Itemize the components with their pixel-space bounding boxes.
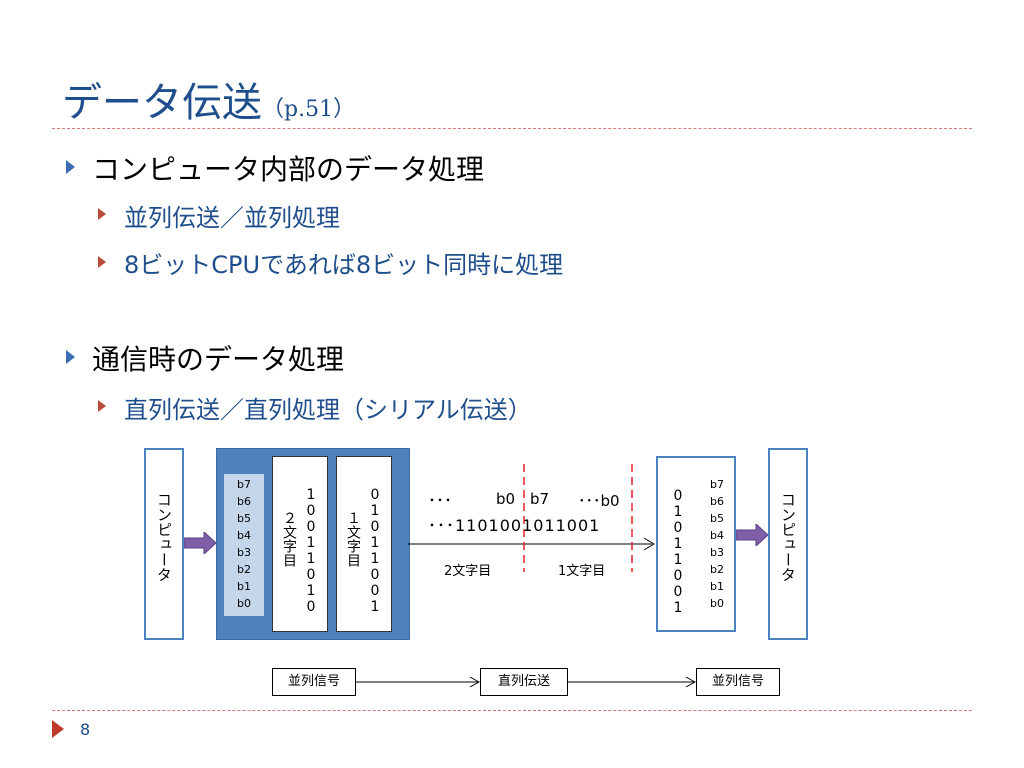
bit-label: b5 bbox=[237, 512, 251, 525]
title-page-ref: （p.51） bbox=[262, 97, 356, 122]
bit-label: b0 bbox=[237, 597, 251, 610]
bullet-arrow-icon bbox=[66, 350, 75, 364]
receiver-bit-labels: b7 b6 b5 b4 b3 b2 b1 b0 bbox=[702, 476, 732, 612]
page-number: 8 bbox=[80, 720, 91, 739]
stream-b0-right: ･･･b0 bbox=[578, 492, 620, 510]
flow-arrowhead-2-icon bbox=[685, 676, 696, 688]
char1-bits: 01011001 bbox=[367, 487, 383, 615]
bit-label: b6 bbox=[710, 495, 724, 508]
bit-label: b6 bbox=[237, 495, 251, 508]
left-computer-box: コンピュータ bbox=[144, 448, 184, 640]
bit-label: b7 bbox=[710, 478, 724, 491]
stream-bits: ･･･1101001011001 bbox=[428, 516, 601, 535]
stream-char2-label: 2文字目 bbox=[444, 564, 492, 579]
bullet-2-sub-1: 直列伝送／直列処理（シリアル伝送） bbox=[124, 396, 532, 424]
char1-label: １文字目 bbox=[345, 511, 361, 567]
bit-label: b2 bbox=[710, 563, 724, 576]
slide-title: データ伝送（p.51） bbox=[62, 70, 355, 128]
bit-label: b2 bbox=[237, 563, 251, 576]
footer-arrow-icon bbox=[52, 720, 64, 738]
sub-bullet-arrow-icon bbox=[98, 400, 106, 412]
sub-bullet-arrow-icon bbox=[98, 256, 106, 268]
signal-flow-arrows bbox=[356, 676, 696, 688]
serial-line-svg bbox=[408, 464, 655, 572]
bit-label-column: b7 b6 b5 b4 b3 b2 b1 b0 bbox=[224, 474, 264, 616]
stream-char1-label: 1文字目 bbox=[558, 564, 606, 579]
char2-label: ２文字目 bbox=[281, 511, 297, 567]
parallel-signal-box-right: 並列信号 bbox=[696, 668, 780, 696]
stream-b7: b7 bbox=[530, 490, 550, 508]
footer-divider bbox=[52, 710, 972, 711]
title-text: データ伝送 bbox=[62, 80, 262, 126]
receiver-register: 01011001 b7 b6 b5 b4 b3 b2 b1 b0 bbox=[656, 456, 736, 632]
left-computer-label: コンピュータ bbox=[155, 492, 173, 582]
bullet-1-sub-2: 8ビットCPUであれば8ビット同時に処理 bbox=[124, 251, 564, 279]
serial-arrowhead-icon bbox=[643, 537, 655, 551]
title-divider bbox=[52, 128, 972, 129]
bit-label: b0 bbox=[710, 597, 724, 610]
sub-bullet-arrow-icon bbox=[98, 208, 106, 220]
stream-dots: ･･･ bbox=[428, 491, 453, 510]
char1-register: １文字目 01011001 bbox=[336, 456, 392, 632]
bit-label: b4 bbox=[237, 529, 251, 542]
bit-label: b1 bbox=[237, 580, 251, 593]
bullet-arrow-icon bbox=[66, 160, 75, 174]
bit-label: b7 bbox=[237, 478, 251, 491]
bit-label: b5 bbox=[710, 512, 724, 525]
char2-bits: 10011010 bbox=[303, 487, 319, 615]
bit-label: b4 bbox=[710, 529, 724, 542]
stream-b0-left: b0 bbox=[496, 490, 516, 508]
bullet-2: 通信時のデータ処理 bbox=[92, 343, 345, 376]
serial-transfer-box: 直列伝送 bbox=[480, 668, 568, 696]
bullet-1: コンピュータ内部のデータ処理 bbox=[92, 153, 485, 186]
bit-label: b1 bbox=[710, 580, 724, 593]
right-transfer-arrow-icon bbox=[736, 524, 769, 546]
left-transfer-arrow-icon bbox=[184, 532, 217, 554]
right-computer-box: コンピュータ bbox=[768, 448, 808, 640]
char2-register: ２文字目 10011010 bbox=[272, 456, 328, 632]
receiver-bits: 01011001 bbox=[670, 488, 686, 616]
parallel-signal-box-left: 並列信号 bbox=[272, 668, 356, 696]
bit-label: b3 bbox=[237, 546, 251, 559]
right-computer-label: コンピュータ bbox=[779, 492, 797, 582]
flow-arrowhead-1-icon bbox=[469, 676, 481, 688]
bit-label: b3 bbox=[710, 546, 724, 559]
bullet-1-sub-1: 並列伝送／並列処理 bbox=[124, 204, 340, 232]
